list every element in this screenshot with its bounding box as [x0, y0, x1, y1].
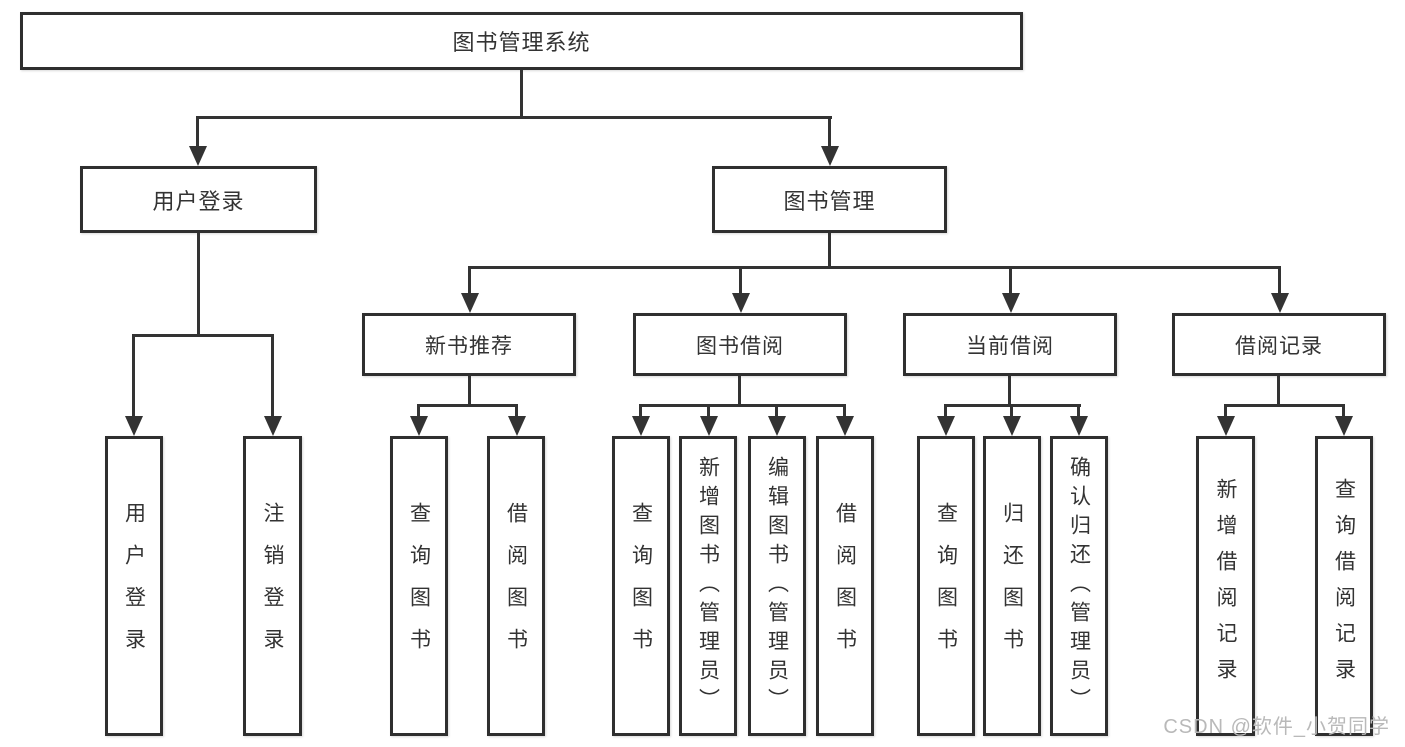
connector-line: [515, 404, 518, 417]
arrow-down-icon: [125, 416, 143, 436]
arrow-down-icon: [937, 416, 955, 436]
connector-line: [520, 70, 523, 118]
connector-line: [1277, 376, 1280, 407]
node-label: 用户登录: [152, 188, 245, 214]
node-label: 查询图书: [407, 502, 431, 670]
connector-line: [1077, 404, 1080, 417]
connector-line: [132, 334, 274, 337]
arrow-down-icon: [410, 416, 428, 436]
leaf-borrow-books-2: 借阅图书: [816, 436, 874, 736]
node-label: 图书借阅: [696, 334, 784, 358]
connector-line: [944, 404, 947, 417]
connector-line: [1010, 404, 1013, 417]
arrow-down-icon: [700, 416, 718, 436]
leaf-add-borrow-record: 新增借阅记录: [1196, 436, 1255, 736]
connector-line: [1342, 404, 1345, 417]
connector-line: [828, 116, 831, 147]
leaf-query-books-3: 查询图书: [917, 436, 975, 736]
connector-line: [1224, 404, 1345, 407]
node-label: 新增借阅记录: [1214, 478, 1237, 694]
arrow-down-icon: [632, 416, 650, 436]
node-new-book-recommend: 新书推荐: [362, 313, 576, 376]
connector-line: [738, 376, 741, 407]
arrow-down-icon: [508, 416, 526, 436]
node-label: 查询图书: [629, 502, 653, 670]
connector-line: [132, 334, 135, 417]
node-label: 图书管理系统: [452, 30, 591, 55]
node-user-login: 用户登录: [80, 166, 317, 233]
node-book-borrow: 图书借阅: [633, 313, 847, 376]
arrow-down-icon: [461, 293, 479, 313]
connector-line: [843, 404, 846, 417]
leaf-add-books-admin: 新增图书（管理员）: [679, 436, 737, 736]
arrow-down-icon: [821, 146, 839, 166]
arrow-down-icon: [1271, 293, 1289, 313]
arrow-down-icon: [1003, 416, 1021, 436]
arrow-down-icon: [836, 416, 854, 436]
leaf-return-books: 归还图书: [983, 436, 1041, 736]
connector-line: [196, 116, 199, 147]
leaf-query-books-1: 查询图书: [390, 436, 448, 736]
node-book-management: 图书管理: [712, 166, 947, 233]
arrow-down-icon: [1070, 416, 1088, 436]
node-label: 查询图书: [934, 502, 958, 670]
node-label: 用户登录: [122, 502, 146, 670]
connector-line: [1224, 404, 1227, 417]
connector-line: [271, 334, 274, 417]
connector-line: [417, 404, 518, 407]
leaf-query-books-2: 查询图书: [612, 436, 670, 736]
connector-line: [639, 404, 642, 417]
arrow-down-icon: [264, 416, 282, 436]
node-label: 归还图书: [1000, 502, 1024, 670]
connector-line: [639, 404, 846, 407]
node-label: 查询借阅记录: [1332, 478, 1356, 694]
connector-line: [197, 233, 200, 337]
node-label: 确认归还（管理员）: [1067, 455, 1091, 717]
leaf-user-login: 用户登录: [105, 436, 163, 736]
arrow-down-icon: [1335, 416, 1353, 436]
connector-line: [775, 404, 778, 417]
arrow-down-icon: [189, 146, 207, 166]
arrow-down-icon: [1217, 416, 1235, 436]
watermark: CSDN @软件_小贺同学: [1163, 716, 1390, 738]
connector-line: [1009, 266, 1012, 294]
connector-line: [468, 266, 471, 294]
node-label: 借阅记录: [1235, 334, 1323, 358]
connector-line: [1008, 376, 1011, 407]
connector-line: [417, 404, 420, 417]
leaf-confirm-return-admin: 确认归还（管理员）: [1050, 436, 1108, 736]
arrow-down-icon: [732, 293, 750, 313]
node-label: 编辑图书（管理员）: [765, 455, 789, 717]
arrow-down-icon: [768, 416, 786, 436]
node-label: 图书管理: [783, 188, 876, 214]
connector-line: [1278, 266, 1281, 294]
leaf-borrow-books-1: 借阅图书: [487, 436, 545, 736]
node-label: 借阅图书: [504, 502, 528, 670]
node-label: 借阅图书: [833, 502, 857, 670]
node-borrow-record: 借阅记录: [1172, 313, 1386, 376]
node-root-system: 图书管理系统: [20, 12, 1023, 70]
node-current-borrow: 当前借阅: [903, 313, 1117, 376]
leaf-logout: 注销登录: [243, 436, 302, 736]
connector-line: [739, 266, 742, 294]
connector-line: [707, 404, 710, 417]
connector-line: [468, 376, 471, 407]
connector-line: [196, 116, 832, 119]
node-label: 新增图书（管理员）: [696, 455, 720, 717]
connector-line: [468, 266, 1281, 269]
arrow-down-icon: [1002, 293, 1020, 313]
node-label: 当前借阅: [966, 334, 1054, 358]
node-label: 新书推荐: [425, 334, 513, 358]
leaf-edit-books-admin: 编辑图书（管理员）: [748, 436, 806, 736]
connector-line: [828, 233, 831, 269]
leaf-query-borrow-record: 查询借阅记录: [1315, 436, 1373, 736]
node-label: 注销登录: [261, 502, 284, 670]
